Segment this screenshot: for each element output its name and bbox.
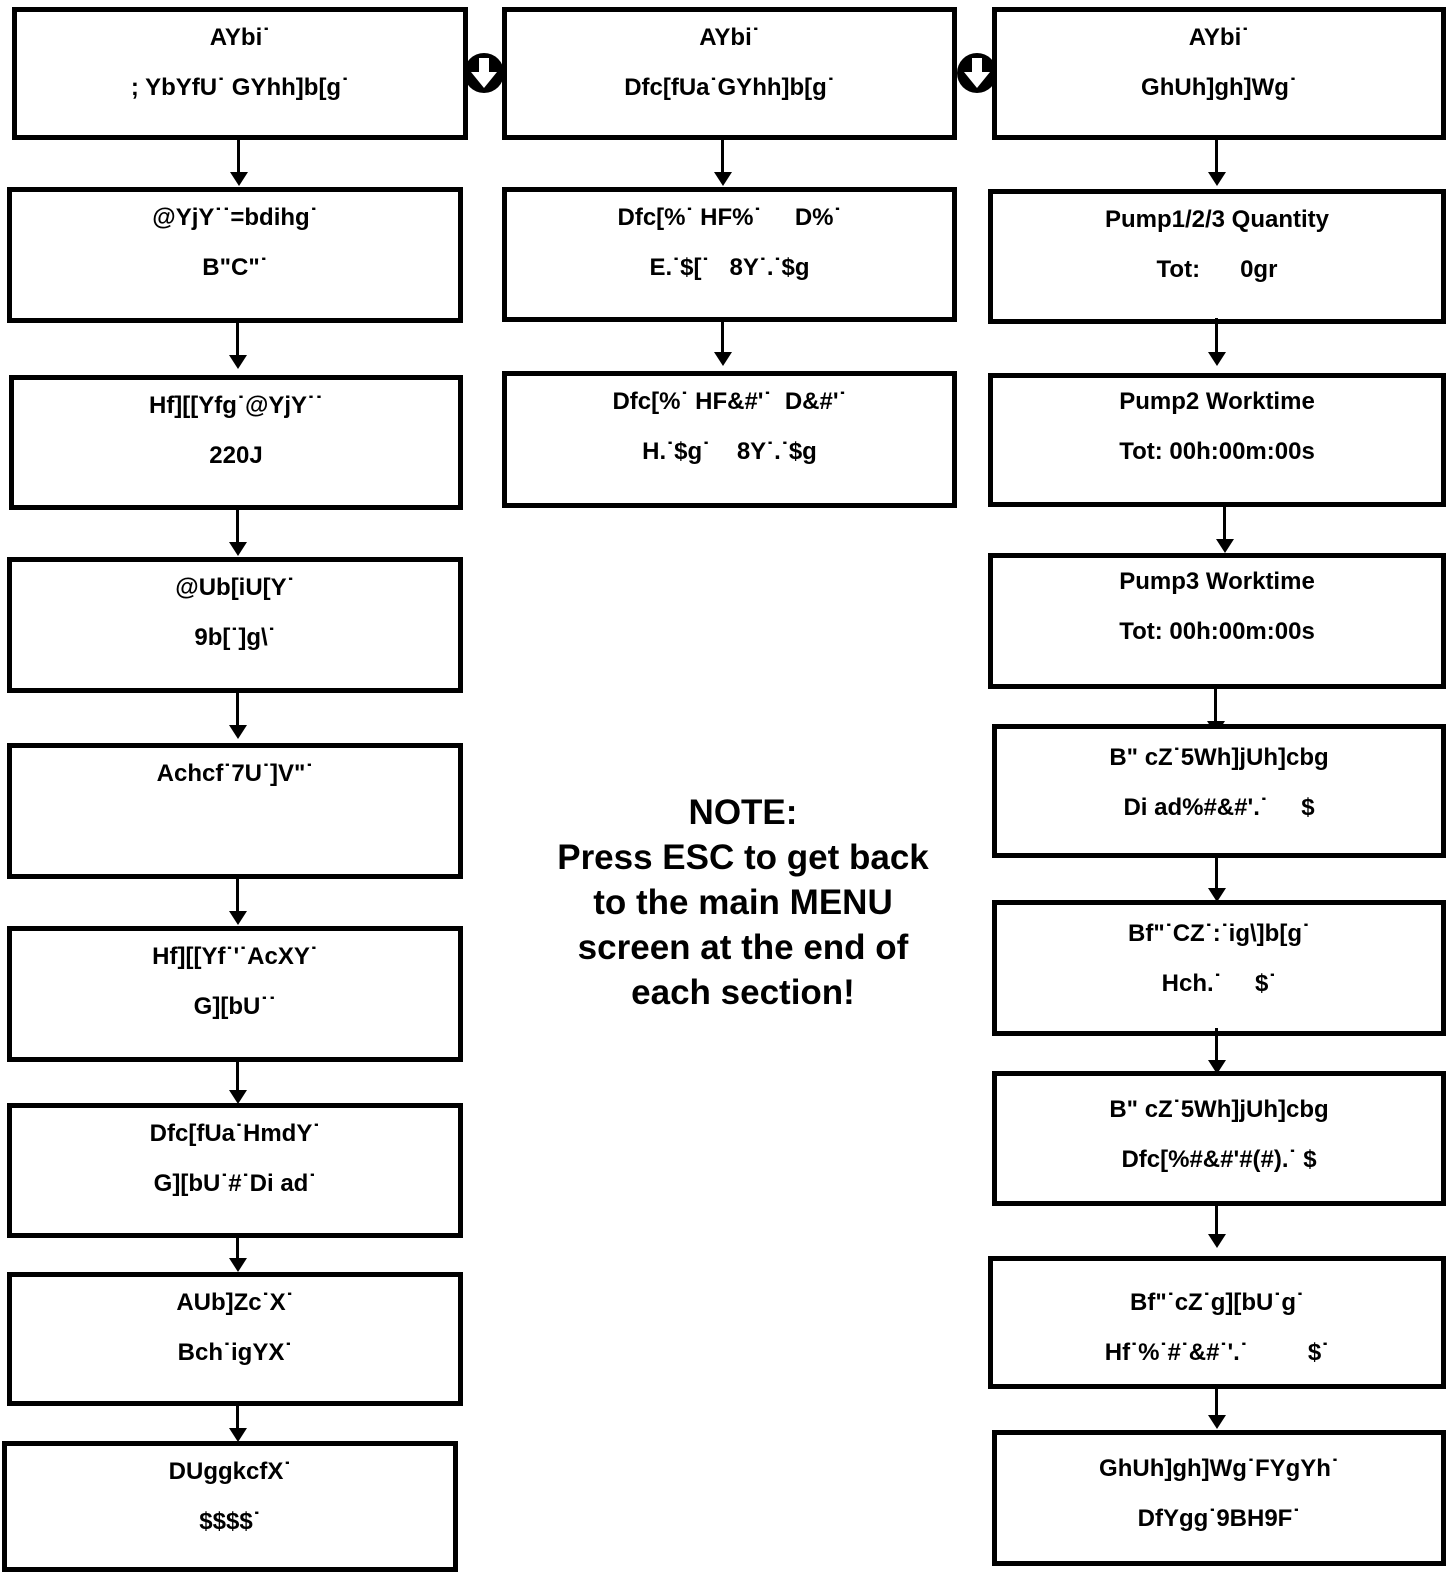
box-line-2: DfYgg˙9BH9F˙ bbox=[1137, 1505, 1301, 1532]
box-line-1: DUggkcfX˙ bbox=[168, 1458, 292, 1485]
flow-arrow bbox=[228, 1406, 248, 1442]
note-line: to the main MENU bbox=[593, 883, 893, 922]
flow-arrow bbox=[228, 510, 248, 556]
connector-down-arrow-icon bbox=[464, 53, 504, 93]
box-line-2: E.˙$[˙ 8Y˙.˙$g bbox=[649, 254, 810, 281]
col3-box-9: GhUh]gh]Wg˙FYgYh˙ DfYgg˙9BH9F˙ bbox=[992, 1430, 1446, 1566]
box-line-2: H.˙$g˙ 8Y˙.˙$g bbox=[642, 438, 817, 465]
box-line-2: 9b[˙]g\˙ bbox=[194, 624, 276, 651]
box-line-2: B"C"˙ bbox=[202, 254, 268, 281]
box-line-1: AUb]Zc˙X˙ bbox=[176, 1289, 294, 1316]
box-line-2: ; YbYfU˙ GYhh]b[g˙ bbox=[130, 74, 350, 101]
flow-arrow bbox=[1207, 140, 1227, 186]
box-line-2: GhUh]gh]Wg˙ bbox=[1141, 74, 1297, 101]
col3-box-1: AYbi˙ GhUh]gh]Wg˙ bbox=[992, 7, 1446, 140]
box-line-2: Tot: 00h:00m:00s bbox=[1119, 438, 1315, 465]
note-heading: NOTE: bbox=[688, 793, 798, 832]
flow-arrow bbox=[1207, 1206, 1227, 1248]
col3-box-7: B" cZ˙5Wh]jUh]cbg Dfc[%#&#'#(#).˙ $ bbox=[992, 1071, 1446, 1206]
box-line-2: Di ad%#&#'.˙ $ bbox=[1123, 794, 1315, 821]
box-line-1: AYbi˙ bbox=[209, 24, 271, 51]
box-line-2: $$$$˙ bbox=[199, 1508, 261, 1535]
col1-box-8: AUb]Zc˙X˙ Bch˙igYX˙ bbox=[7, 1272, 463, 1406]
flow-arrow bbox=[1207, 1389, 1227, 1429]
box-line-2: G][bU˙˙ bbox=[193, 993, 277, 1020]
flow-arrow bbox=[228, 879, 248, 925]
box-line-1: @Ub[iU[Y˙ bbox=[175, 574, 295, 601]
box-line-2: Hch.˙ $˙ bbox=[1161, 970, 1277, 997]
col3-box-5: B" cZ˙5Wh]jUh]cbg Di ad%#&#'.˙ $ bbox=[992, 724, 1446, 858]
box-line-2: Tot: 00h:00m:00s bbox=[1119, 618, 1315, 645]
col1-box-5: Achcf˙7U˙]V"˙ bbox=[7, 743, 463, 879]
box-line-1: B" cZ˙5Wh]jUh]cbg bbox=[1109, 744, 1329, 771]
box-line-2: Dfc[%#&#'#(#).˙ $ bbox=[1121, 1146, 1317, 1173]
box-line-2: G][bU˙#˙Di ad˙ bbox=[153, 1170, 317, 1197]
col1-box-3: Hf][[Yfg˙@YjY˙˙ 220J bbox=[9, 375, 463, 510]
box-line-2: Bch˙igYX˙ bbox=[177, 1339, 293, 1366]
box-line-1: GhUh]gh]Wg˙FYgYh˙ bbox=[1099, 1455, 1339, 1482]
box-line-1: Dfc[%˙ HF&#'˙ D&#'˙ bbox=[612, 388, 847, 415]
box-line-1: Bf"˙cZ˙g][bU˙g˙ bbox=[1130, 1289, 1304, 1316]
col2-box-2: Dfc[%˙ HF%˙ D%˙ E.˙$[˙ 8Y˙.˙$g bbox=[502, 187, 957, 322]
col3-box-6: Bf"˙CZ˙:˙ig\]b[g˙ Hch.˙ $˙ bbox=[992, 900, 1446, 1036]
col1-box-9: DUggkcfX˙ $$$$˙ bbox=[2, 1441, 458, 1572]
box-line-1: @YjY˙˙=bdihg˙ bbox=[152, 204, 318, 231]
col2-box-3: Dfc[%˙ HF&#'˙ D&#'˙ H.˙$g˙ 8Y˙.˙$g bbox=[502, 371, 957, 508]
flow-arrow bbox=[1207, 318, 1227, 366]
col3-box-8: Bf"˙cZ˙g][bU˙g˙ Hf˙%˙#˙&#˙'.˙ $˙ bbox=[988, 1256, 1446, 1389]
col3-box-4: Pump3 Worktime Tot: 00h:00m:00s bbox=[988, 553, 1446, 689]
flow-arrow bbox=[1207, 858, 1227, 902]
box-line-1: Hf][[Yf˙'˙AcXY˙ bbox=[152, 943, 318, 970]
flow-arrow bbox=[713, 322, 733, 366]
box-line-2: Dfc[fUa˙GYhh]b[g˙ bbox=[624, 74, 835, 101]
box-line-1: B" cZ˙5Wh]jUh]cbg bbox=[1109, 1096, 1329, 1123]
flow-arrow bbox=[228, 323, 248, 369]
flow-arrow bbox=[1215, 507, 1235, 553]
col1-box-4: @Ub[iU[Y˙ 9b[˙]g\˙ bbox=[7, 557, 463, 693]
col3-box-3: Pump2 Worktime Tot: 00h:00m:00s bbox=[988, 373, 1446, 507]
note-line: screen at the end of bbox=[577, 928, 909, 967]
box-line-1: Pump1/2/3 Quantity bbox=[1104, 206, 1330, 233]
flow-arrow bbox=[228, 693, 248, 739]
box-line-2: 220J bbox=[209, 442, 263, 469]
box-line-1: Dfc[%˙ HF%˙ D%˙ bbox=[617, 204, 842, 231]
box-line-1: Dfc[fUa˙HmdY˙ bbox=[149, 1120, 321, 1147]
flow-arrow bbox=[1207, 1028, 1227, 1074]
col2-box-1: AYbi˙ Dfc[fUa˙GYhh]b[g˙ bbox=[502, 7, 957, 140]
box-line-1: Achcf˙7U˙]V"˙ bbox=[156, 760, 314, 787]
connector-down-arrow-icon bbox=[957, 53, 997, 93]
box-line-1: Hf][[Yfg˙@YjY˙˙ bbox=[148, 392, 324, 419]
flow-arrow bbox=[229, 140, 249, 186]
note-line: each section! bbox=[631, 973, 855, 1012]
box-line-2: Tot: 0gr bbox=[1156, 256, 1278, 283]
col1-box-7: Dfc[fUa˙HmdY˙ G][bU˙#˙Di ad˙ bbox=[7, 1103, 463, 1238]
box-line-2: Hf˙%˙#˙&#˙'.˙ $˙ bbox=[1104, 1339, 1330, 1366]
flow-arrow bbox=[228, 1062, 248, 1104]
col1-box-1: AYbi˙ ; YbYfU˙ GYhh]b[g˙ bbox=[12, 7, 468, 140]
flow-arrow bbox=[713, 140, 733, 186]
box-line-1: Pump3 Worktime bbox=[1119, 568, 1315, 595]
col3-box-2: Pump1/2/3 Quantity Tot: 0gr bbox=[988, 189, 1446, 324]
note-text: NOTE: Press ESC to get back to the main … bbox=[530, 790, 956, 1015]
box-line-1: AYbi˙ bbox=[699, 24, 760, 51]
box-line-1: Pump2 Worktime bbox=[1119, 388, 1315, 415]
note-line: Press ESC to get back bbox=[557, 838, 929, 877]
col1-box-6: Hf][[Yf˙'˙AcXY˙ G][bU˙˙ bbox=[7, 926, 463, 1062]
col1-box-2: @YjY˙˙=bdihg˙ B"C"˙ bbox=[7, 187, 463, 323]
box-line-1: AYbi˙ bbox=[1188, 24, 1250, 51]
flow-arrow bbox=[228, 1238, 248, 1272]
box-line-1: Bf"˙CZ˙:˙ig\]b[g˙ bbox=[1128, 920, 1310, 947]
